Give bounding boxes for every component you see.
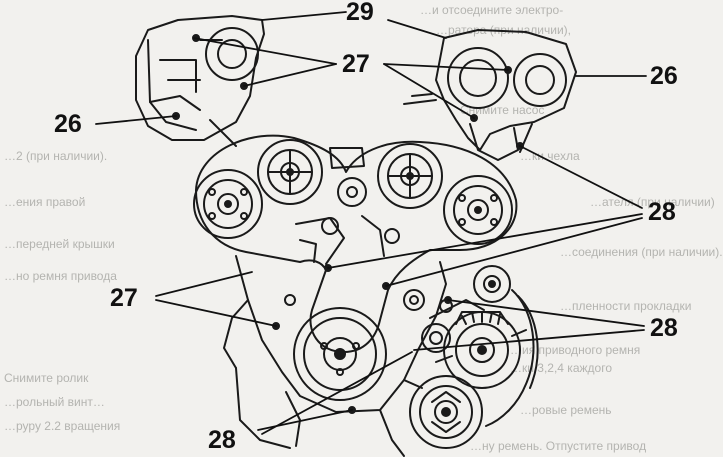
left-upper-cover: [135, 15, 265, 141]
bleed-line: …ия приводного ремня: [510, 343, 641, 357]
bleed-line: …ну ремень. Отпустите привод: [470, 439, 647, 453]
bleed-line: …руру 2.2 вращения: [4, 419, 121, 433]
bleed-line: …ратора (при наличии),: [436, 23, 571, 37]
bleed-line: …2 (при наличии).: [4, 149, 108, 163]
pulley-right-inner: [377, 143, 443, 209]
flywheel-edge: [485, 289, 539, 427]
callout-28-right: 28: [648, 198, 676, 226]
pulley-right-outer: [443, 175, 513, 245]
callout-28-bottom: 28: [208, 426, 236, 454]
alternator: [435, 311, 527, 389]
alternator-pulley: [421, 323, 451, 353]
bleed-line: …рольный винт…: [4, 395, 105, 409]
bleed-line: …пленности прокладки: [560, 299, 692, 313]
ac-compressor: [409, 375, 483, 449]
callout-27-top: 27: [342, 50, 370, 78]
pulley-left-inner: [257, 139, 323, 205]
bleed-line: …передней крышки: [4, 237, 115, 251]
bleed-line: …соединения (при наличии).: [560, 245, 723, 259]
callout-27-left: 27: [110, 284, 138, 312]
lower-bracket: [235, 367, 423, 457]
aux-pulley: [473, 265, 511, 303]
bleed-line: …и отсоедините электро-: [420, 3, 564, 17]
tensioner-pulley: [329, 147, 367, 207]
callout-28-lower-right: 28: [650, 314, 678, 342]
bleed-line: Снимите ролик: [4, 371, 89, 385]
callout-26-left: 26: [54, 110, 82, 138]
bleed-line: …ателя (при наличии): [590, 195, 715, 209]
right-upper-cover: [403, 29, 577, 161]
bleed-line: …ения правой: [4, 195, 86, 209]
pulley-left-outer: [193, 169, 263, 239]
bleed-line: …ровые ремень: [520, 403, 612, 417]
leader-lines: [95, 11, 647, 435]
engine-block: [172, 34, 533, 414]
callout-26-right: 26: [650, 62, 678, 90]
crankshaft-pulley: [293, 307, 387, 401]
callout-29: 29: [346, 0, 374, 26]
bleed-line: …но ремня привода: [4, 269, 117, 283]
